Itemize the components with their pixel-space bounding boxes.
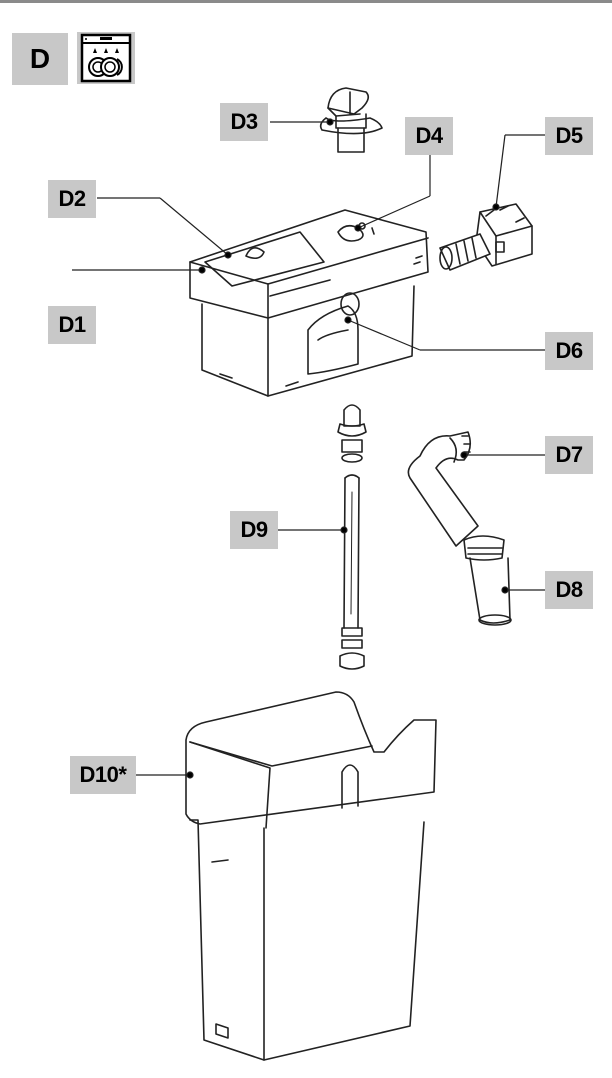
elbow-part [407, 431, 512, 626]
label-d1: D1 [48, 306, 96, 344]
label-d4: D4 [405, 117, 453, 155]
top-rule [0, 0, 612, 3]
label-d6: D6 [545, 332, 593, 370]
container-part [185, 691, 437, 1061]
label-d9: D9 [230, 511, 278, 549]
label-d5: D5 [545, 117, 593, 155]
label-d10: D10* [70, 756, 136, 794]
label-d2: D2 [48, 180, 96, 218]
knob-part [319, 87, 383, 153]
tube-part [337, 404, 367, 670]
label-d7: D7 [545, 436, 593, 474]
section-letter: D [12, 33, 68, 85]
dishwasher-icon [77, 32, 135, 84]
lid-body [189, 209, 429, 397]
label-d8: D8 [545, 571, 593, 609]
connector-part [439, 203, 533, 271]
label-d3: D3 [220, 103, 268, 141]
